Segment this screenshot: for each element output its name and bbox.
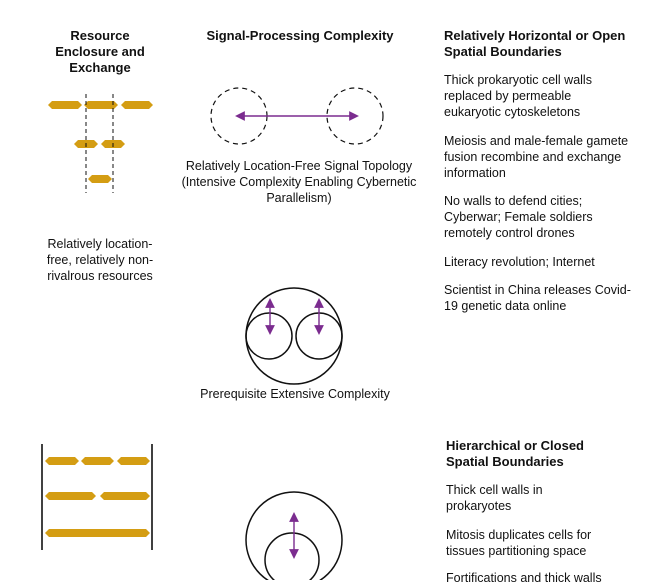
resource-token — [81, 457, 114, 465]
resource-token — [88, 175, 112, 183]
closed-example-1: Thick cell walls in prokaryotes — [446, 483, 543, 513]
hierarchical-signal-diagram — [245, 491, 343, 580]
resource-token — [45, 492, 96, 500]
inner-node — [245, 312, 293, 360]
header-signal-processing: Signal-Processing Complexity — [206, 28, 394, 43]
header-open-boundaries: Relatively Horizontal or Open Spatial Bo… — [444, 28, 626, 59]
resource-token — [48, 101, 82, 109]
resource-token — [45, 529, 150, 537]
open-example-4: Literacy revolution; Internet — [444, 255, 595, 269]
resource-token — [84, 101, 118, 109]
inner-node — [264, 532, 320, 580]
outer-boundary — [245, 491, 343, 580]
open-example-5: Scientist in China releases Covid-19 gen… — [444, 283, 631, 313]
resource-token — [45, 457, 79, 465]
resource-token — [121, 101, 153, 109]
closed-resource-diagram — [41, 444, 153, 550]
closed-example-2: Mitosis duplicates cells for tissues par… — [446, 528, 592, 558]
dashed-node — [326, 87, 384, 145]
open-resource-diagram — [48, 94, 153, 193]
outer-boundary — [245, 287, 343, 385]
resource-token — [117, 457, 150, 465]
extensive-complexity-diagram — [245, 287, 343, 385]
caption-signal-topology: Relatively Location-Free Signal Topology… — [181, 159, 417, 205]
open-example-1: Thick prokaryotic cell walls replaced by… — [444, 73, 592, 119]
caption-resources: Relatively location-free, relatively non… — [46, 237, 154, 283]
header-resource-enclosure: Resource Enclosure and Exchange — [55, 28, 145, 75]
caption-prerequisite-complexity: Prerequisite Extensive Complexity — [200, 387, 390, 401]
header-closed-boundaries: Hierarchical or Closed Spatial Boundarie… — [446, 438, 584, 469]
signal-topology-diagram — [210, 87, 384, 145]
resource-token — [100, 492, 150, 500]
open-example-2: Meiosis and male-female gamete fusion re… — [444, 134, 629, 180]
open-example-3: No walls to defend cities; Cyberwar; Fem… — [444, 194, 593, 240]
